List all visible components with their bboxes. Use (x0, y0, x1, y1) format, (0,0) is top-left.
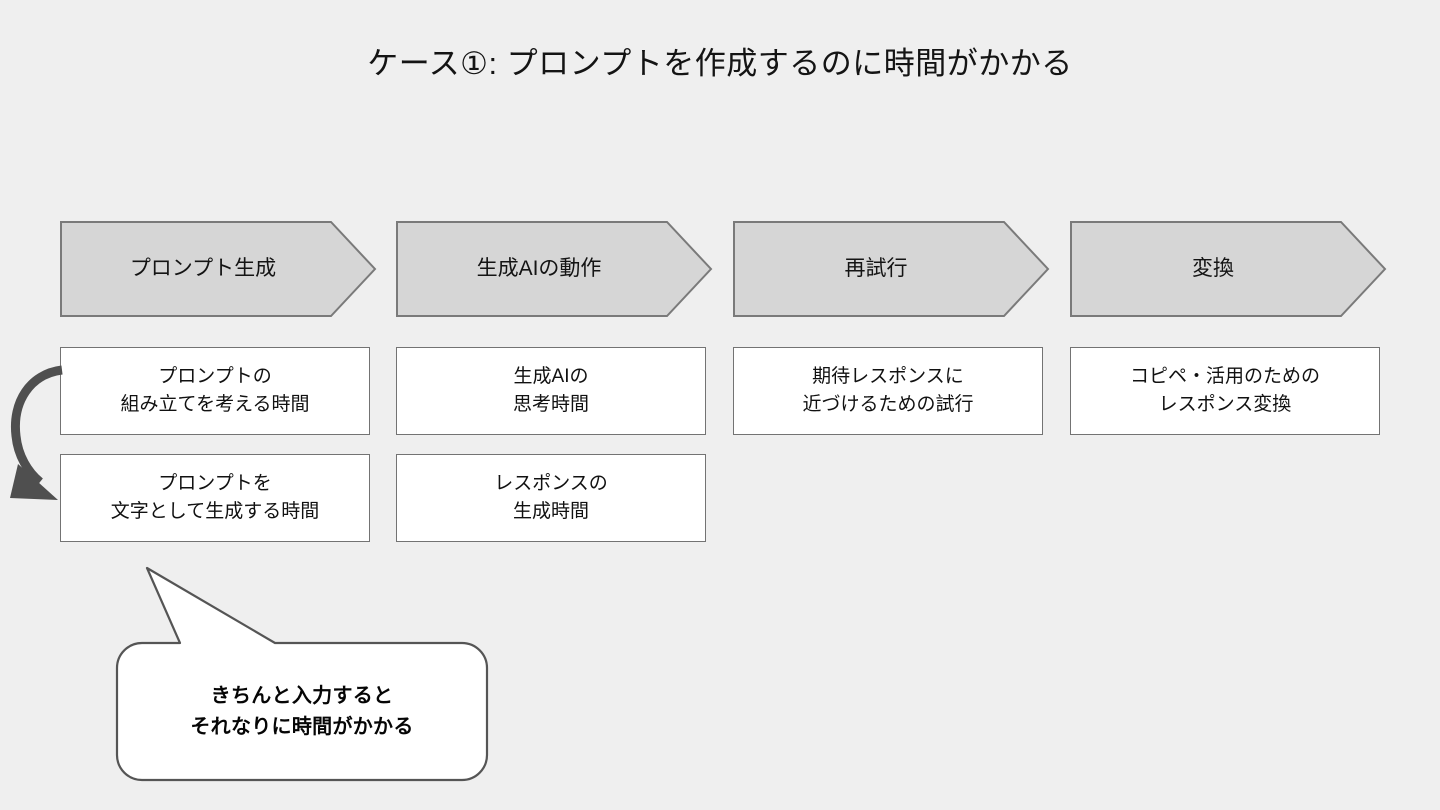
item-box-1-0[interactable]: 生成AIの 思考時間 (396, 347, 706, 435)
chevron-shape-icon (1070, 221, 1387, 317)
page-title: ケース①: プロンプトを作成するのに時間がかかる (367, 46, 1073, 81)
item-label-0-1: プロンプトを 文字として生成する時間 (110, 473, 320, 522)
chevron-shape-icon (60, 221, 377, 317)
item-label-1-0: 生成AIの 思考時間 (512, 366, 589, 415)
phase-chevron-3[interactable]: 変換 (1070, 221, 1387, 317)
chevron-shape-icon (733, 221, 1050, 317)
item-box-1-1[interactable]: レスポンスの 生成時間 (396, 454, 706, 542)
loop-back-arrow-icon (10, 365, 63, 500)
phase-chevron-0[interactable]: プロンプト生成 (60, 221, 377, 317)
item-box-0-1[interactable]: プロンプトを 文字として生成する時間 (60, 454, 370, 542)
item-label-2-0: 期待レスポンスに 近づけるための試行 (802, 366, 974, 415)
callout-bubble[interactable] (108, 558, 508, 793)
chevron-shape-icon (396, 221, 713, 317)
callout-text: きちんと入力すると それなりに時間がかかる (190, 684, 414, 738)
item-box-0-0[interactable]: プロンプトの 組み立てを考える時間 (60, 347, 370, 435)
item-label-0-0: プロンプトの 組み立てを考える時間 (120, 366, 310, 415)
item-box-2-0[interactable]: 期待レスポンスに 近づけるための試行 (733, 347, 1043, 435)
phase-chevron-1[interactable]: 生成AIの動作 (396, 221, 713, 317)
item-label-1-1: レスポンスの 生成時間 (494, 473, 608, 522)
phase-chevron-2[interactable]: 再試行 (733, 221, 1050, 317)
item-box-3-0[interactable]: コピペ・活用のための レスポンス変換 (1070, 347, 1380, 435)
item-label-3-0: コピペ・活用のための レスポンス変換 (1129, 366, 1320, 415)
